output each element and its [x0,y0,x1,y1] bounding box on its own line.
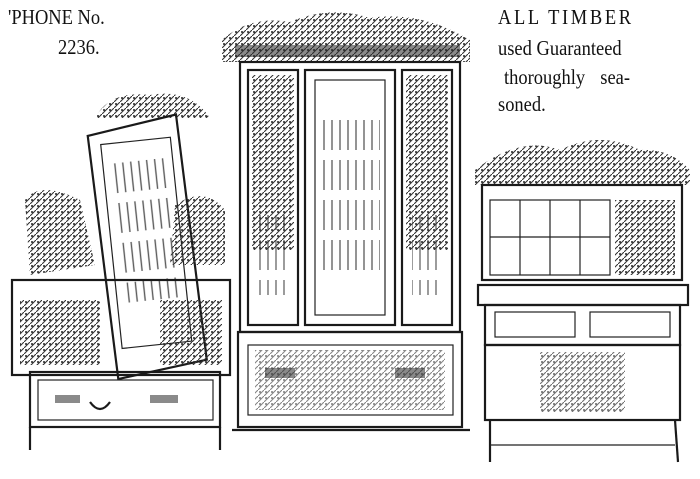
timber-line-4: soned. [498,92,546,116]
sideboard-illustration [475,140,690,463]
timber-line-1: ALL TIMBER [498,5,634,29]
timber-line-3: thoroughly sea- [504,65,631,89]
wardrobe-illustration [222,12,470,432]
dressing-table-illustration [10,93,232,450]
timber-line-2: used Guaranteed [498,36,622,60]
phone-label: 'PHONE No. [8,5,105,29]
phone-number: 2236. [58,35,100,59]
